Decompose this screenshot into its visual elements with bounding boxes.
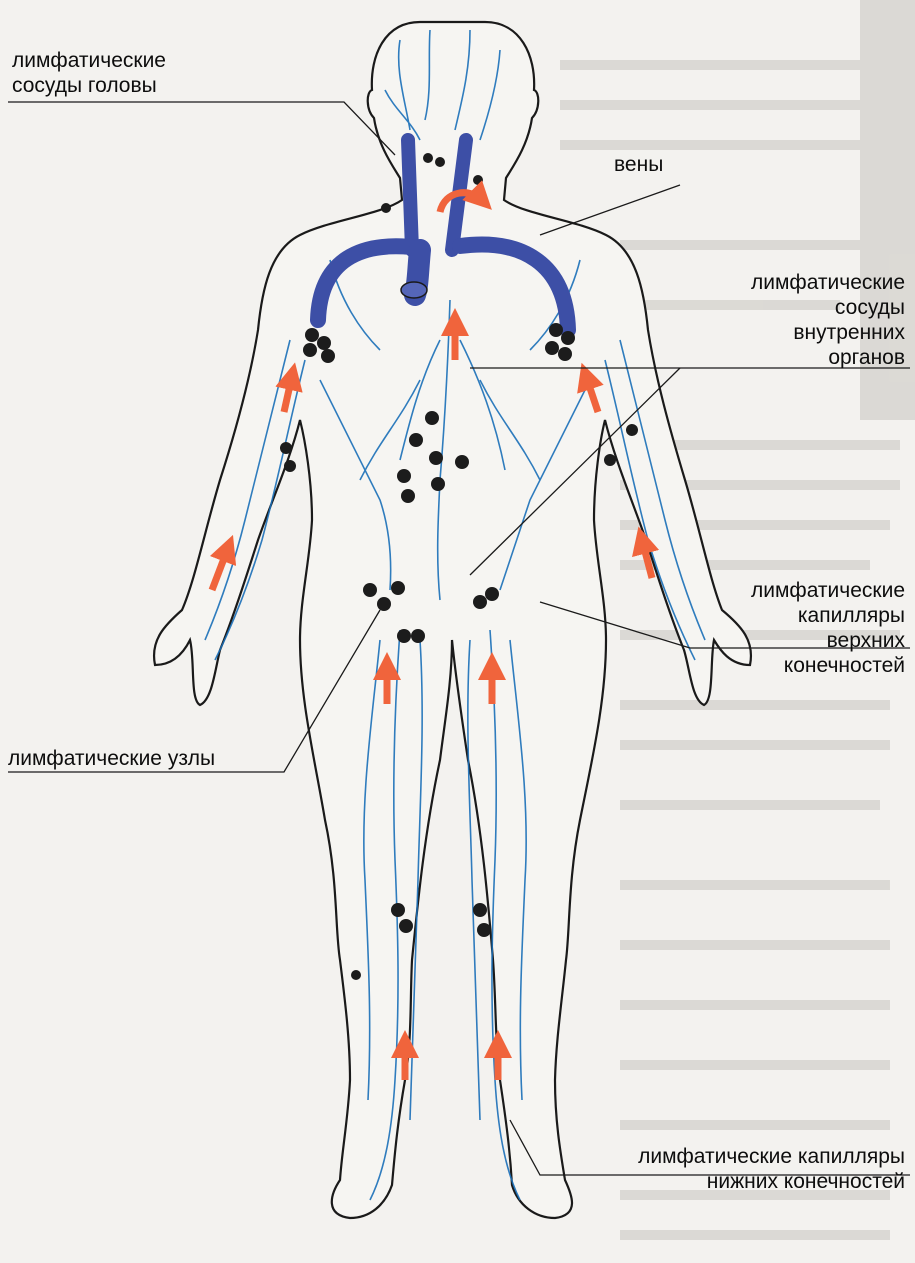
label-line: лимфатические — [751, 270, 905, 295]
lymph-node-icon — [411, 629, 425, 643]
lymph-node-icon — [425, 411, 439, 425]
label-internal-organs: лимфатические сосуды внутренних органов — [751, 270, 905, 370]
label-line: капилляры — [751, 603, 905, 628]
lymph-node-icon — [431, 477, 445, 491]
lymph-node-icon — [473, 175, 483, 185]
label-line: органов — [751, 345, 905, 370]
lymph-node-icon — [455, 455, 469, 469]
label-line: конечностей — [751, 653, 905, 678]
lymph-node-icon — [545, 341, 559, 355]
lymph-node-icon — [381, 203, 391, 213]
label-head-vessels: лимфатические сосуды головы — [12, 48, 166, 98]
lymph-node-icon — [284, 460, 296, 472]
lymph-node-icon — [485, 587, 499, 601]
lymph-node-icon — [317, 336, 331, 350]
lymph-node-icon — [626, 424, 638, 436]
lymph-node-icon — [280, 442, 292, 454]
lymph-node-icon — [561, 331, 575, 345]
label-nodes: лимфатические узлы — [8, 746, 215, 771]
label-veins: вены — [614, 152, 663, 177]
lymph-node-icon — [423, 153, 433, 163]
lymph-node-icon — [363, 583, 377, 597]
lymph-node-icon — [303, 343, 317, 357]
lymph-node-icon — [391, 903, 405, 917]
label-line: вены — [614, 152, 663, 177]
lymph-node-icon — [435, 157, 445, 167]
lymph-node-icon — [558, 347, 572, 361]
label-line: лимфатические капилляры — [638, 1144, 905, 1169]
lymph-node-icon — [429, 451, 443, 465]
lymph-node-icon — [549, 323, 563, 337]
lymph-node-icon — [305, 328, 319, 342]
lymph-node-icon — [604, 454, 616, 466]
label-line: лимфатические — [751, 578, 905, 603]
label-line: сосуды — [751, 295, 905, 320]
label-line: лимфатические узлы — [8, 746, 215, 771]
lymph-node-icon — [397, 469, 411, 483]
lymph-node-icon — [409, 433, 423, 447]
lymph-node-icon — [351, 970, 361, 980]
lymph-node-icon — [397, 629, 411, 643]
label-line: сосуды головы — [12, 73, 166, 98]
label-line: верхних — [751, 628, 905, 653]
label-line: лимфатические — [12, 48, 166, 73]
lymph-node-icon — [473, 595, 487, 609]
label-line: внутренних — [751, 320, 905, 345]
lymph-node-icon — [399, 919, 413, 933]
lymph-node-icon — [477, 923, 491, 937]
lymph-node-icon — [473, 903, 487, 917]
lymph-node-icon — [377, 597, 391, 611]
label-line: нижних конечностей — [638, 1169, 905, 1194]
lymph-node-icon — [401, 489, 415, 503]
lymph-node-icon — [391, 581, 405, 595]
label-lower-capillaries: лимфатические капилляры нижних конечност… — [638, 1144, 905, 1194]
label-upper-capillaries: лимфатические капилляры верхних конечнос… — [751, 578, 905, 678]
lymph-node-icon — [321, 349, 335, 363]
vena-cava-opening — [401, 282, 427, 298]
